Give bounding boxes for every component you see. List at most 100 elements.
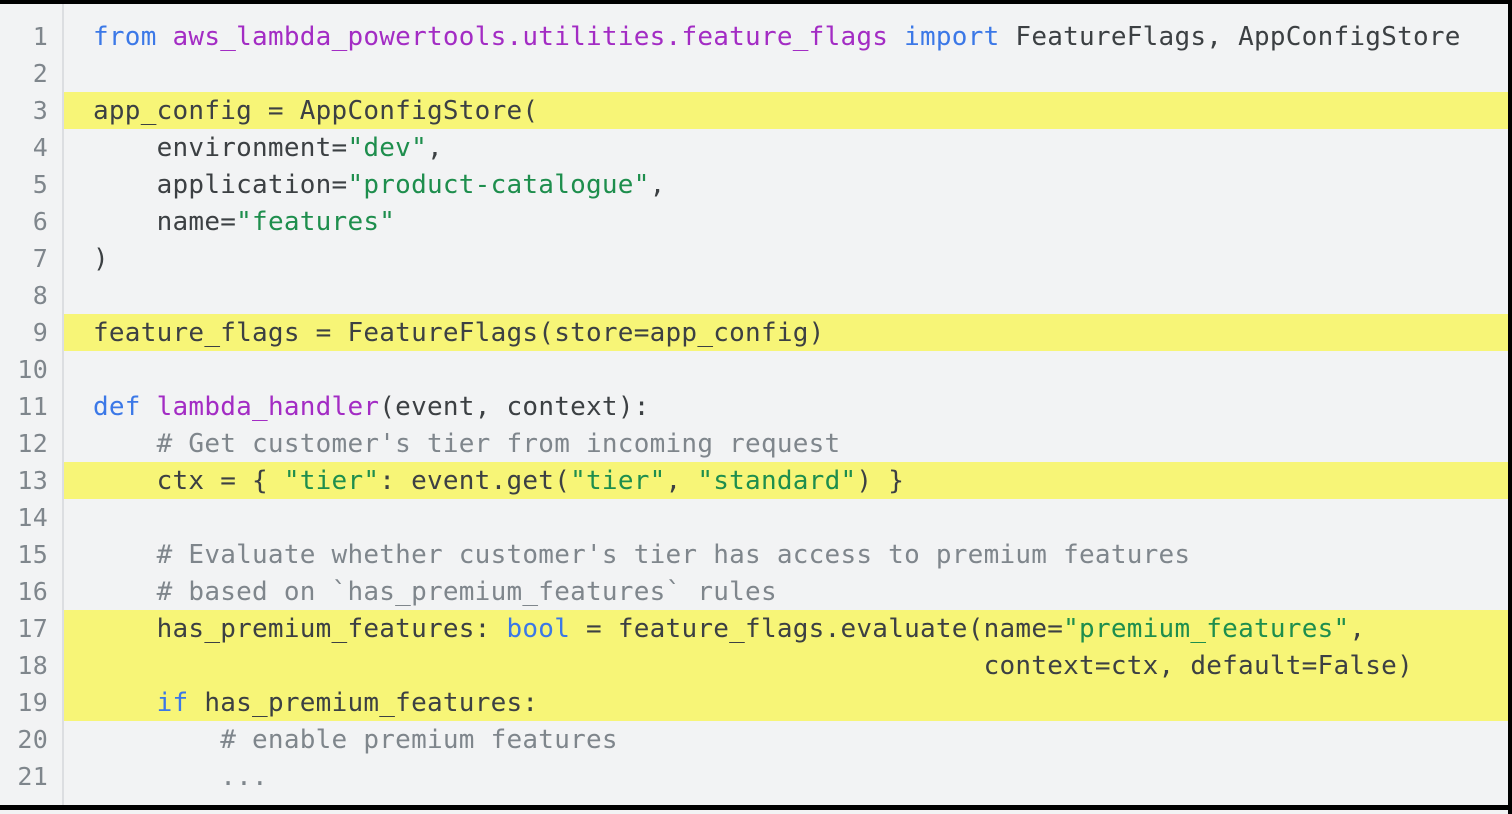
- code-line-text: if has_premium_features:: [64, 684, 1508, 721]
- line-number: 4: [32, 133, 48, 162]
- code-token-default: ,: [649, 169, 666, 200]
- code-line: 14: [0, 499, 1508, 536]
- code-token-default: [157, 22, 173, 52]
- code-line-text: # based on `has_premium_features` rules: [64, 573, 1508, 610]
- code-line-text: has_premium_features: bool = feature_fla…: [64, 610, 1508, 647]
- code-line: 8: [0, 277, 1508, 314]
- code-token-default: [888, 22, 904, 52]
- line-number: 14: [17, 503, 48, 532]
- code-line-text: [64, 499, 1508, 536]
- code-token-name: lambda_handler: [156, 391, 380, 422]
- code-line-text: application="product-catalogue",: [64, 166, 1508, 203]
- code-token-comment: # based on `has_premium_features` rules: [93, 576, 777, 607]
- line-number: 6: [32, 207, 48, 236]
- code-token-default: : event.get(: [379, 465, 571, 496]
- line-number: 11: [17, 392, 48, 421]
- code-token-default: (event, context):: [379, 391, 650, 422]
- code-token-default: ): [93, 243, 109, 274]
- window-border-bottom: [0, 805, 1512, 810]
- line-number: 17: [17, 614, 48, 643]
- code-line: 16 # based on `has_premium_features` rul…: [0, 573, 1508, 610]
- code-token-comment: # Evaluate whether customer's tier has a…: [93, 539, 1191, 570]
- line-number: 5: [32, 170, 48, 199]
- code-token-keyword: def: [93, 391, 141, 422]
- code-line: 12 # Get customer's tier from incoming r…: [0, 425, 1508, 462]
- code-line-highlighted: 9 feature_flags = FeatureFlags(store=app_…: [0, 314, 1508, 351]
- code-line-text: environment="dev",: [64, 129, 1508, 166]
- window-border-right: [1508, 0, 1512, 814]
- code-line-text: def lambda_handler(event, context):: [64, 388, 1508, 425]
- line-number: 16: [17, 577, 48, 606]
- code-line: 2: [0, 55, 1508, 92]
- line-number: 1: [32, 22, 48, 51]
- code-token-default: name=: [93, 206, 237, 237]
- code-lines-container: 1 from aws_lambda_powertools.utilities.fe…: [0, 18, 1508, 795]
- line-number: 8: [32, 281, 48, 310]
- code-line: 21 ...: [0, 758, 1508, 795]
- code-token-keyword: from: [93, 21, 157, 52]
- code-token-string: "tier": [570, 465, 666, 496]
- line-number: 3: [32, 96, 48, 125]
- code-line-text: [64, 277, 1508, 314]
- code-token-comment: # Get customer's tier from incoming requ…: [93, 428, 841, 459]
- line-number: 7: [32, 244, 48, 273]
- code-token-default: ) }: [856, 465, 905, 496]
- code-line: 4 environment="dev",: [0, 129, 1508, 166]
- code-token-default: has_premium_features:: [93, 613, 507, 644]
- code-token-default: ,: [665, 465, 698, 496]
- code-line: 6 name="features": [0, 203, 1508, 240]
- line-number: 15: [17, 540, 48, 569]
- code-line-text: [64, 55, 1508, 92]
- line-number: 19: [17, 688, 48, 717]
- code-line-text: # enable premium features: [64, 721, 1508, 758]
- line-number: 9: [32, 318, 48, 347]
- code-line-text: [64, 351, 1508, 388]
- code-token-string: "product-catalogue": [347, 169, 650, 200]
- code-token-keyword: bool: [506, 613, 571, 644]
- window-border-top: [0, 0, 1512, 4]
- code-line-text: ctx = { "tier": event.get("tier", "stand…: [64, 462, 1508, 499]
- code-block: 1 from aws_lambda_powertools.utilities.fe…: [0, 4, 1508, 805]
- line-number: 18: [17, 651, 48, 680]
- code-line-text: # Evaluate whether customer's tier has a…: [64, 536, 1508, 573]
- code-token-default: ctx = {: [93, 465, 284, 496]
- code-token-default: application=: [93, 169, 348, 200]
- code-line-text: context=ctx, default=False): [64, 647, 1508, 684]
- code-token-string: "premium_features": [1063, 613, 1350, 644]
- code-line-text: feature_flags = FeatureFlags(store=app_c…: [64, 314, 1508, 351]
- code-token-name: aws_lambda_powertools.utilities.feature_…: [172, 21, 889, 52]
- code-line-highlighted: 17 has_premium_features: bool = feature_…: [0, 610, 1508, 647]
- code-line: 15 # Evaluate whether customer's tier ha…: [0, 536, 1508, 573]
- code-token-string: "features": [236, 206, 396, 237]
- code-token-string: "standard": [697, 465, 857, 496]
- code-line: 10: [0, 351, 1508, 388]
- gutter-divider: [62, 4, 64, 805]
- code-line-text: # Get customer's tier from incoming requ…: [64, 425, 1508, 462]
- code-token-default: FeatureFlags, AppConfigStore: [999, 21, 1461, 52]
- code-token-comment: ...: [93, 761, 268, 792]
- code-token-keyword: import: [904, 21, 1000, 52]
- code-token-string: "tier": [283, 465, 380, 496]
- code-token-keyword: if: [156, 687, 189, 718]
- code-line-highlighted: 13 ctx = { "tier": event.get("tier", "st…: [0, 462, 1508, 499]
- code-line-highlighted: 19 if has_premium_features:: [0, 684, 1508, 721]
- line-number: 20: [17, 725, 48, 754]
- code-token-default: ,: [426, 132, 443, 163]
- code-token-default: feature_flags = FeatureFlags(store=app_c…: [93, 317, 825, 348]
- line-number: 10: [17, 355, 48, 384]
- code-token-default: ,: [1349, 613, 1366, 644]
- code-token-default: environment=: [93, 132, 348, 163]
- code-token-default: [93, 688, 157, 718]
- code-token-default: = feature_flags.evaluate(name=: [570, 613, 1064, 644]
- line-number: 21: [17, 762, 48, 791]
- line-number: 13: [17, 466, 48, 495]
- code-line-highlighted: 18 context=ctx, default=False): [0, 647, 1508, 684]
- code-token-default: context=ctx, default=False): [93, 650, 1413, 681]
- code-token-default: app_config = AppConfigStore(: [93, 95, 539, 126]
- code-line: 7): [0, 240, 1508, 277]
- code-line-highlighted: 3 app_config = AppConfigStore(: [0, 92, 1508, 129]
- code-token-default: has_premium_features:: [188, 687, 539, 718]
- code-line-text: ): [64, 240, 1508, 277]
- line-number: 12: [17, 429, 48, 458]
